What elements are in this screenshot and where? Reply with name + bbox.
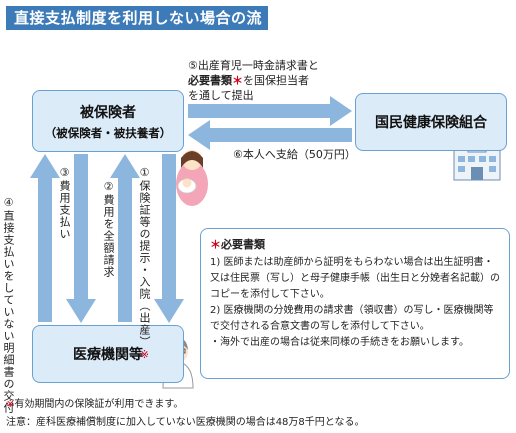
step2-label: ②費用を全額請求 (102, 180, 115, 278)
arrow-step6 (188, 120, 352, 150)
step1-mark: ※ (138, 348, 151, 362)
required-docs-title: ＊必要書類 (210, 237, 501, 253)
required-docs-item: 1) 医師または助産師から証明をもらわない場合は出生証明書・又は住民票（写し）と… (210, 257, 500, 300)
node-medical: 医療機関等 (32, 325, 184, 383)
required-docs-item: ・海外で出産の場合は従来同様の手続きをお願いします。 (210, 337, 469, 348)
required-docs-item: 2) 医療機関の分娩費用の請求書（領収書）の写し・医療機関等で交付される合意文書… (210, 305, 494, 332)
arrow-step3 (66, 154, 96, 323)
step5-label: ⑤出産育児一時金請求書と 必要書類＊を国保担当者 を通して提出 (188, 58, 319, 103)
arrow-step2 (110, 154, 140, 322)
step3-label: ③費用支払い (58, 166, 71, 240)
footnote-mark: ※ (6, 399, 15, 410)
step5-mark: ＊ (232, 74, 243, 87)
arrow-step4 (30, 154, 60, 322)
node-insured-sublabel: （被保険者・被扶養者） (44, 125, 172, 140)
footnote-caution: 注意：産科医療補償制度に加入していない医療機関の場合は48万8千円となる。 (6, 417, 365, 428)
arrow-step1 (154, 154, 184, 323)
node-insured-label: 被保険者 (80, 104, 136, 121)
mother-baby-illustration (176, 150, 208, 206)
page-title: 直接支払制度を利用しない場合の流れ (6, 6, 268, 51)
step1-text: ①保険証等の提示・入院（出産） (138, 166, 151, 348)
step5-line1: ⑤出産育児一時金請求書と (188, 59, 319, 72)
step4-label: ④直接支払いをしていない明細書の交付 (2, 196, 15, 414)
step5-bold: 必要書類 (188, 74, 232, 87)
step1-label: ①保険証等の提示・入院（出産）※ (137, 166, 151, 362)
node-insured: 被保険者 （被保険者・被扶養者） (32, 90, 184, 152)
footnote-validity: ※有効期間内の保険証が利用できます。 (6, 395, 183, 410)
step5-rest: を国保担当者 (243, 74, 309, 87)
step6-label: ⑥本人へ支給（50万円） (233, 148, 356, 161)
step5-line2: 必要書類＊を国保担当者 (188, 73, 319, 88)
required-docs-box: ＊必要書類 1) 医師または助産師から証明をもらわない場合は出生証明書・又は住民… (200, 228, 510, 379)
required-docs-mark: ＊ (210, 238, 221, 251)
step5-line3: を通して提出 (188, 89, 254, 102)
footnote-validity-text: 有効期間内の保険証が利用できます。 (14, 399, 184, 410)
node-medical-label: 医療機関等 (73, 347, 143, 363)
node-union: 国民健康保険組合 (355, 93, 507, 151)
arrow-step5 (188, 96, 352, 126)
required-docs-title-text: 必要書類 (221, 238, 265, 251)
node-union-label: 国民健康保険組合 (375, 115, 487, 131)
